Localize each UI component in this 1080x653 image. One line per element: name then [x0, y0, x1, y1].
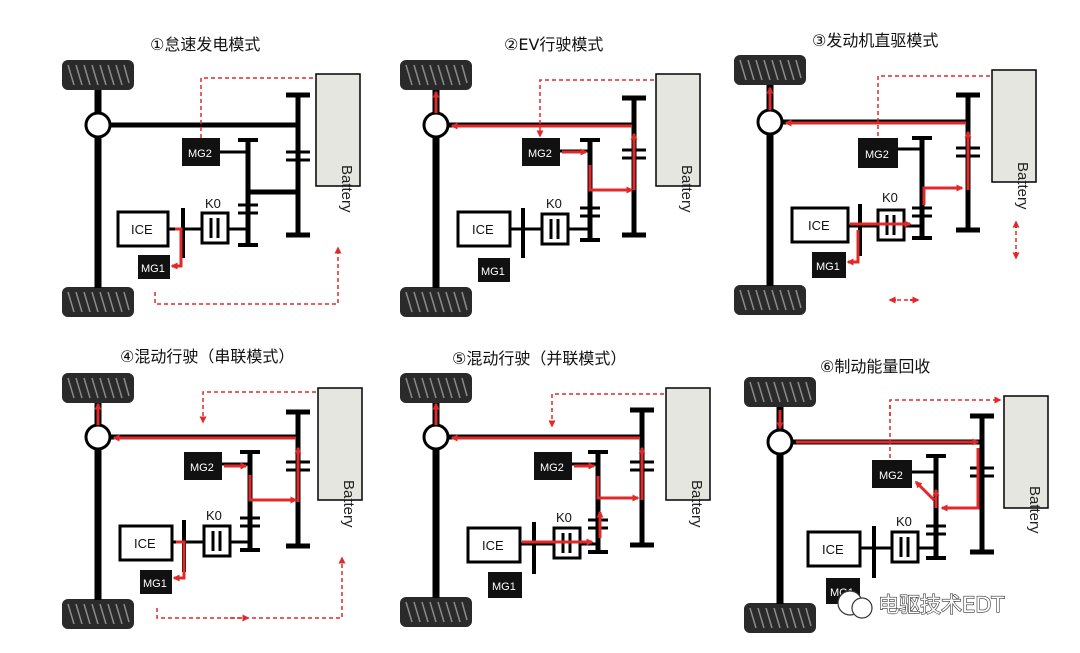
battery-label: Battery — [688, 480, 705, 528]
mg2-label: MG2 — [540, 462, 564, 474]
k0-clutch — [890, 530, 920, 564]
battery-pack — [317, 387, 363, 501]
front-tire — [61, 59, 135, 91]
panel-2: ②EV行驶模式 MG2 ICE K0 MG1 Battery — [399, 35, 701, 318]
ice-engine — [790, 206, 850, 244]
k0-clutch — [200, 211, 230, 245]
battery-label: Battery — [1026, 486, 1043, 534]
battery-pack — [655, 73, 701, 187]
mg1-motor — [812, 252, 846, 278]
panel-4: ④混动行驶（串联模式） MG2 ICE K0 MG1 Battery — [61, 347, 363, 630]
differential-icon — [756, 108, 784, 136]
panel-1: ①怠速发电模式 MG2 ICE K0 MG1 Ba — [61, 35, 361, 318]
mg2-label: MG2 — [190, 462, 214, 474]
panel-title: ③发动机直驱模式 — [812, 31, 938, 50]
mg1-label: MG1 — [816, 261, 840, 273]
panel-title: ①怠速发电模式 — [150, 35, 260, 54]
k0-clutch — [202, 524, 232, 558]
k0-label: K0 — [206, 508, 222, 523]
battery-pack — [991, 69, 1037, 183]
rear-tire — [61, 286, 135, 318]
ice-label: ICE — [134, 536, 156, 551]
k0-label: K0 — [882, 190, 898, 205]
panel-title: ④混动行驶（串联模式） — [120, 347, 294, 366]
battery-label: Battery — [1014, 162, 1031, 210]
mg2-motor — [182, 138, 220, 166]
battery-label: Battery — [338, 165, 355, 213]
differential-icon — [84, 111, 112, 139]
ice-label: ICE — [808, 218, 830, 233]
mg1-label: MG1 — [143, 578, 167, 590]
ice-label: ICE — [482, 538, 504, 553]
mg1-motor — [140, 570, 172, 594]
battery-label: Battery — [340, 480, 357, 528]
panel-3: ③发动机直驱模式 MG2 ICE K0 MG1 Battery — [733, 31, 1037, 316]
differential-icon — [422, 111, 450, 139]
differential-icon — [422, 423, 450, 451]
battery-label: Battery — [678, 165, 695, 213]
differential-icon — [766, 428, 794, 456]
k0-clutch — [540, 212, 570, 246]
mg2-label: MG2 — [865, 149, 889, 161]
ice-label: ICE — [822, 542, 844, 557]
mg1-label: MG1 — [492, 581, 516, 593]
mg2-label: MG2 — [188, 148, 212, 160]
mg2-motor — [184, 452, 222, 480]
panel-title: ②EV行驶模式 — [504, 35, 603, 54]
watermark: 电驱技术EDT — [837, 590, 1005, 619]
ice-label: ICE — [472, 222, 494, 237]
mg2-motor — [522, 138, 560, 166]
panel-title: ⑤混动行驶（并联模式） — [452, 349, 626, 368]
mg2-motor — [858, 138, 898, 168]
mg2-motor — [872, 460, 912, 488]
mg1-motor — [488, 572, 522, 598]
k0-label: K0 — [556, 510, 572, 525]
k0-label: K0 — [896, 514, 912, 529]
differential-icon — [84, 423, 112, 451]
battery-pack — [315, 73, 361, 187]
mg2-label: MG2 — [528, 148, 552, 160]
mg2-label: MG2 — [879, 470, 903, 482]
panel-title: ⑥制动能量回收 — [820, 357, 930, 376]
panel-5: ⑤混动行驶（并联模式） MG2 ICE K0 MG1 Battery — [399, 349, 711, 628]
mg1-label: MG1 — [481, 266, 505, 278]
watermark-text: 电驱技术EDT — [878, 593, 1004, 617]
mg1-motor — [478, 258, 510, 282]
battery-pack — [665, 387, 711, 501]
mg1-label: MG1 — [141, 263, 165, 275]
battery-pack — [1003, 395, 1049, 509]
panel-6: ⑥制动能量回收 MG2 ICE K0 MG1 Battery — [743, 357, 1049, 634]
ice-label: ICE — [131, 222, 153, 237]
k0-label: K0 — [205, 196, 221, 211]
mg2-motor — [534, 452, 572, 480]
k0-label: K0 — [546, 196, 562, 211]
mg1-motor — [138, 255, 170, 279]
